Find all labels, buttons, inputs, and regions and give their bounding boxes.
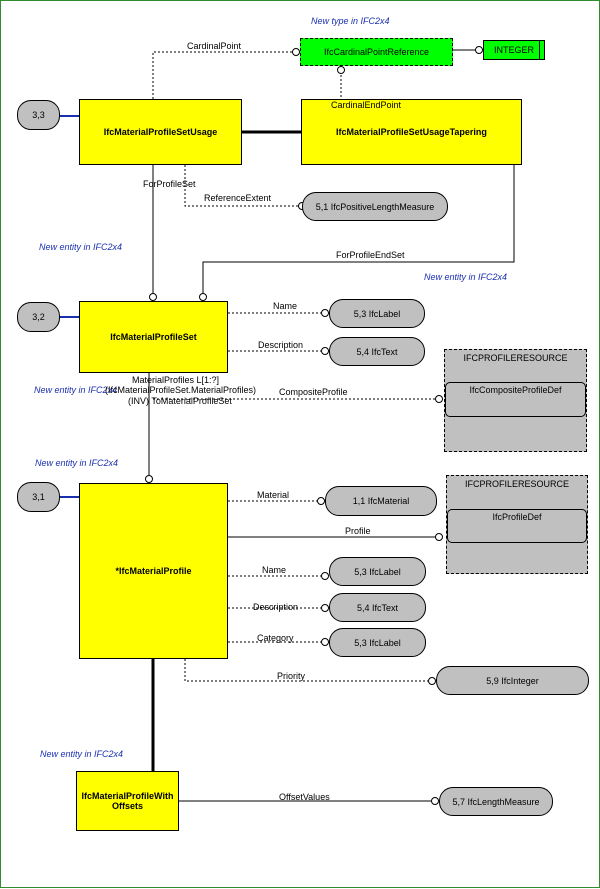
for-profile-end-set-end <box>199 293 207 301</box>
set-name-end <box>321 309 329 317</box>
profile-description-end <box>321 604 329 612</box>
schema-title: IFCPROFILERESOURCE <box>463 353 568 363</box>
composite-profile-def-entity[interactable]: IfcCompositeProfileDef <box>445 382 586 417</box>
integer-type-box[interactable]: INTEGER <box>483 40 545 60</box>
length-measure-type[interactable]: 5,7 IfcLengthMeasure <box>439 787 553 816</box>
attr-profile-description: Description <box>253 602 299 612</box>
category-label-type[interactable]: 5,3 IfcLabel <box>329 628 426 657</box>
composite-profile-end <box>435 395 443 403</box>
profile-def-entity[interactable]: IfcProfileDef <box>447 509 587 543</box>
priority-integer-type[interactable]: 5,9 IfcInteger <box>436 666 589 695</box>
attr-material-profiles-3: (INV) ToMaterialProfileSet <box>128 396 232 406</box>
attr-composite-profile: CompositeProfile <box>279 387 348 397</box>
attr-set-description: Description <box>258 340 304 350</box>
material-profile-set-entity[interactable]: IfcMaterialProfileSet <box>79 301 228 373</box>
note-new-entity-set: New entity in IFC2x4 <box>39 242 123 252</box>
note-new-entity-tapering: New entity in IFC2x4 <box>424 272 508 282</box>
positive-length-measure-type[interactable]: 5,1 IfcPositiveLengthMeasure <box>302 192 448 221</box>
note-new-entity-offsets: New entity in IFC2x4 <box>40 749 124 759</box>
category-end <box>321 638 329 646</box>
attr-set-name: Name <box>273 301 298 311</box>
material-profile-entity[interactable]: *IfcMaterialProfile <box>79 483 228 659</box>
attr-material-profiles-1: MaterialProfiles L[1:?] <box>132 375 220 385</box>
page-ref-usage[interactable]: 3,3 <box>17 100 60 130</box>
attr-for-profile-set: ForProfileSet <box>143 179 196 189</box>
cardinal-integer-end <box>475 46 483 54</box>
reference-extent-line <box>184 165 298 207</box>
for-profile-end-set-line <box>202 165 515 293</box>
attr-profile-name: Name <box>262 565 287 575</box>
priority-line <box>184 659 428 682</box>
attr-cardinal-end-point: CardinalEndPoint <box>331 100 402 110</box>
profile-name-label-type[interactable]: 5,3 IfcLabel <box>329 557 426 586</box>
profile-description-text-type[interactable]: 5,4 IfcText <box>329 593 426 622</box>
priority-end <box>428 677 436 685</box>
attr-priority: Priority <box>277 671 306 681</box>
for-profile-set-end <box>149 293 157 301</box>
attr-for-profile-end-set: ForProfileEndSet <box>336 250 405 260</box>
cardinal-point-end <box>292 48 300 56</box>
material-profile-set-usage-tapering-entity[interactable]: IfcMaterialProfileSetUsageTapering <box>301 99 522 165</box>
attr-material: Material <box>257 490 290 500</box>
attr-offset-values: OffsetValues <box>279 792 330 802</box>
note-new-entity-profile: New entity in IFC2x4 <box>35 458 119 468</box>
material-profile-set-usage-entity[interactable]: IfcMaterialProfileSetUsage <box>79 99 242 165</box>
cardinal-point-reference-entity[interactable]: IfcCardinalPointReference <box>300 38 453 66</box>
material-profiles-end <box>145 475 153 483</box>
profile-resource-schema-composite: IFCPROFILERESOURCE IfcCompositeProfileDe… <box>444 349 587 452</box>
profile-end <box>435 533 443 541</box>
profile-name-end <box>321 572 329 580</box>
set-name-label-type[interactable]: 5,3 IfcLabel <box>329 299 425 328</box>
note-new-type: New type in IFC2x4 <box>311 16 390 26</box>
cardinal-end-point-end <box>337 66 345 74</box>
material-end <box>317 497 325 505</box>
offset-values-end <box>431 797 439 805</box>
set-description-text-type[interactable]: 5,4 IfcText <box>329 337 425 366</box>
schema-title: IFCPROFILERESOURCE <box>464 479 569 489</box>
material-type[interactable]: 1,1 IfcMaterial <box>325 486 437 516</box>
attr-cardinal-point: CardinalPoint <box>187 41 242 51</box>
attr-profile: Profile <box>345 526 371 536</box>
note-new-entity-composite: New entity in IFC2x4 <box>34 385 118 395</box>
attr-material-profiles-2: (IfcMaterialProfileSet.MaterialProfiles) <box>105 385 257 395</box>
page-ref-profile[interactable]: 3,1 <box>17 482 60 512</box>
page-ref-set[interactable]: 3,2 <box>17 302 60 332</box>
material-profile-with-offsets-entity[interactable]: IfcMaterialProfileWith Offsets <box>76 771 179 831</box>
cardinal-point-line <box>152 51 300 99</box>
attr-reference-extent: ReferenceExtent <box>204 193 272 203</box>
set-description-end <box>321 347 329 355</box>
profile-resource-schema-profile-def: IFCPROFILERESOURCE IfcProfileDef <box>446 475 588 574</box>
attr-category: Category <box>257 633 294 643</box>
